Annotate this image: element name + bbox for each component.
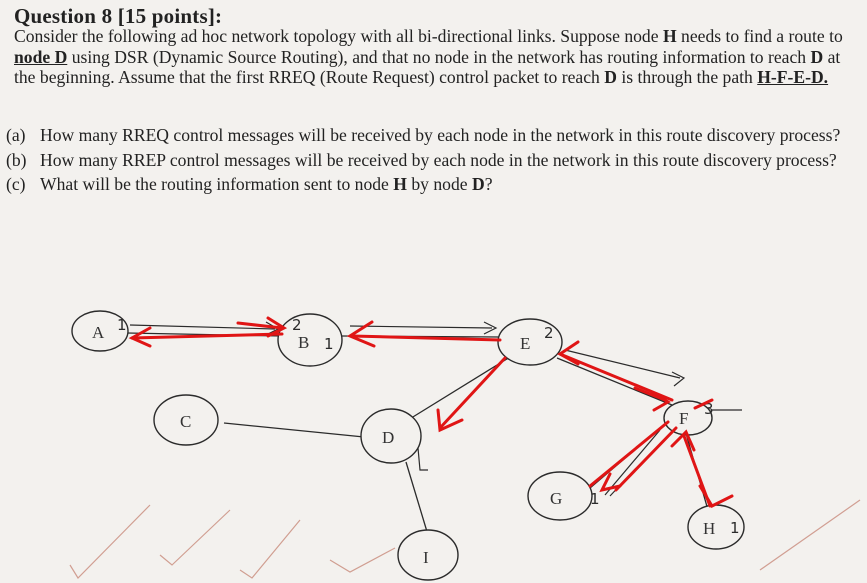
node-a <box>71 310 129 352</box>
arrow-f-g-red-2 <box>614 426 678 492</box>
part-c-node-h: H <box>393 174 407 194</box>
link-d-e <box>407 356 511 421</box>
prompt-text-1: Consider the following ad hoc network to… <box>14 26 659 46</box>
prompt-node-d-2: D <box>604 67 617 87</box>
mark-f-red <box>693 398 714 410</box>
node-label-g: G <box>550 489 562 508</box>
node-label-c: C <box>180 412 191 431</box>
prompt-node-h: H <box>662 26 677 46</box>
black-pen-arrows <box>129 321 742 497</box>
red-pen-arrows <box>128 316 734 508</box>
count-g: 1 <box>590 490 600 508</box>
node-labels: A B C D E F G H I <box>92 323 715 567</box>
question-prompt: Consider the following ad hoc network to… <box>14 26 859 88</box>
checkmark-icon <box>159 509 231 566</box>
checkmark-icon <box>69 504 151 579</box>
arrowhead-icon <box>128 326 152 348</box>
pencil-stroke <box>759 499 861 571</box>
checkmark-icon <box>239 519 301 579</box>
question-parts: (a) How many RREQ control messages will … <box>6 125 856 199</box>
arrow-b-e-black <box>349 325 493 329</box>
node-c <box>153 394 219 446</box>
arrowhead-icon <box>670 429 696 452</box>
count-f: 3 <box>704 400 714 418</box>
part-text: How many RREQ control messages will be r… <box>40 125 841 145</box>
link-c-d <box>223 422 365 438</box>
arrow-e-d-red <box>438 356 507 430</box>
part-text: How many RREP control messages will be r… <box>40 149 837 170</box>
prompt-node-d: D <box>810 46 824 67</box>
arrow-e-f-black <box>564 349 681 379</box>
node-label-e: E <box>520 334 530 353</box>
arrow-e-b-red <box>350 334 502 342</box>
network-topology-diagram: A B C D E F G H I 1 2 1 2 3 1 1 <box>69 310 861 581</box>
question-title: Question 8 [15 points]: <box>14 4 223 28</box>
part-label: (b) <box>6 149 27 170</box>
node-label-a: A <box>92 323 105 342</box>
node-label-f: F <box>679 409 688 428</box>
part-a: (a) How many RREQ control messages will … <box>6 125 856 146</box>
arrowhead-icon <box>599 472 622 493</box>
node-label-d: D <box>382 428 394 447</box>
arrowhead-icon <box>698 484 734 508</box>
arrow-a-b-red <box>236 321 284 330</box>
node-label-h: H <box>703 519 715 538</box>
node-e <box>497 318 563 366</box>
prompt-text-5: is through the path <box>621 67 753 87</box>
arrow-f-g-red <box>588 420 670 488</box>
handwritten-counts: 1 2 1 2 3 1 1 <box>117 316 740 537</box>
node-label-i: I <box>423 548 429 567</box>
checkmark-icon <box>329 547 396 573</box>
prompt-path: H-F-E-D. <box>757 67 829 87</box>
prompt-text-4: at the beginning. Assume that the first … <box>14 46 841 88</box>
count-b: 1 <box>324 335 334 353</box>
part-label: (a) <box>6 125 26 145</box>
node-d <box>360 408 422 464</box>
node-g <box>527 471 593 521</box>
arrowhead-icon <box>266 316 288 338</box>
node-label-b: B <box>298 333 309 352</box>
arrowhead-icon <box>346 320 376 348</box>
prompt-text-3: using DSR (Dynamic Source Routing), and … <box>71 46 807 67</box>
arrow-b-a-red <box>130 332 284 340</box>
prompt-node-d-phrase: node D <box>14 46 68 67</box>
part-b: (b) How many RREP control messages will … <box>6 150 856 171</box>
arrow-f-g-black <box>604 429 661 496</box>
topology-nodes <box>71 310 745 581</box>
arrowhead-icon <box>483 321 498 335</box>
arrowhead-icon <box>436 408 464 433</box>
count-e: 2 <box>544 324 554 342</box>
mark-d <box>417 447 428 471</box>
part-c-node-d: D <box>471 174 485 194</box>
count-a: 1 <box>117 316 127 334</box>
count-h: 1 <box>730 519 740 537</box>
arrowhead-icon <box>671 371 686 387</box>
count-b-top: 2 <box>292 316 302 334</box>
node-i <box>397 529 459 581</box>
part-label: (c) <box>6 174 26 194</box>
arrowhead-icon <box>557 340 580 366</box>
arrow-a-b-black <box>129 324 276 330</box>
link-d-i <box>405 461 429 536</box>
prompt-text-2: needs to find a route to <box>681 26 843 46</box>
link-e-f <box>556 357 673 406</box>
pencil-checkmarks <box>69 499 861 579</box>
part-text: What will be the routing information sen… <box>40 174 493 194</box>
node-b <box>277 313 343 367</box>
arrowhead-icon <box>650 390 671 412</box>
part-c: (c) What will be the routing information… <box>6 174 856 195</box>
